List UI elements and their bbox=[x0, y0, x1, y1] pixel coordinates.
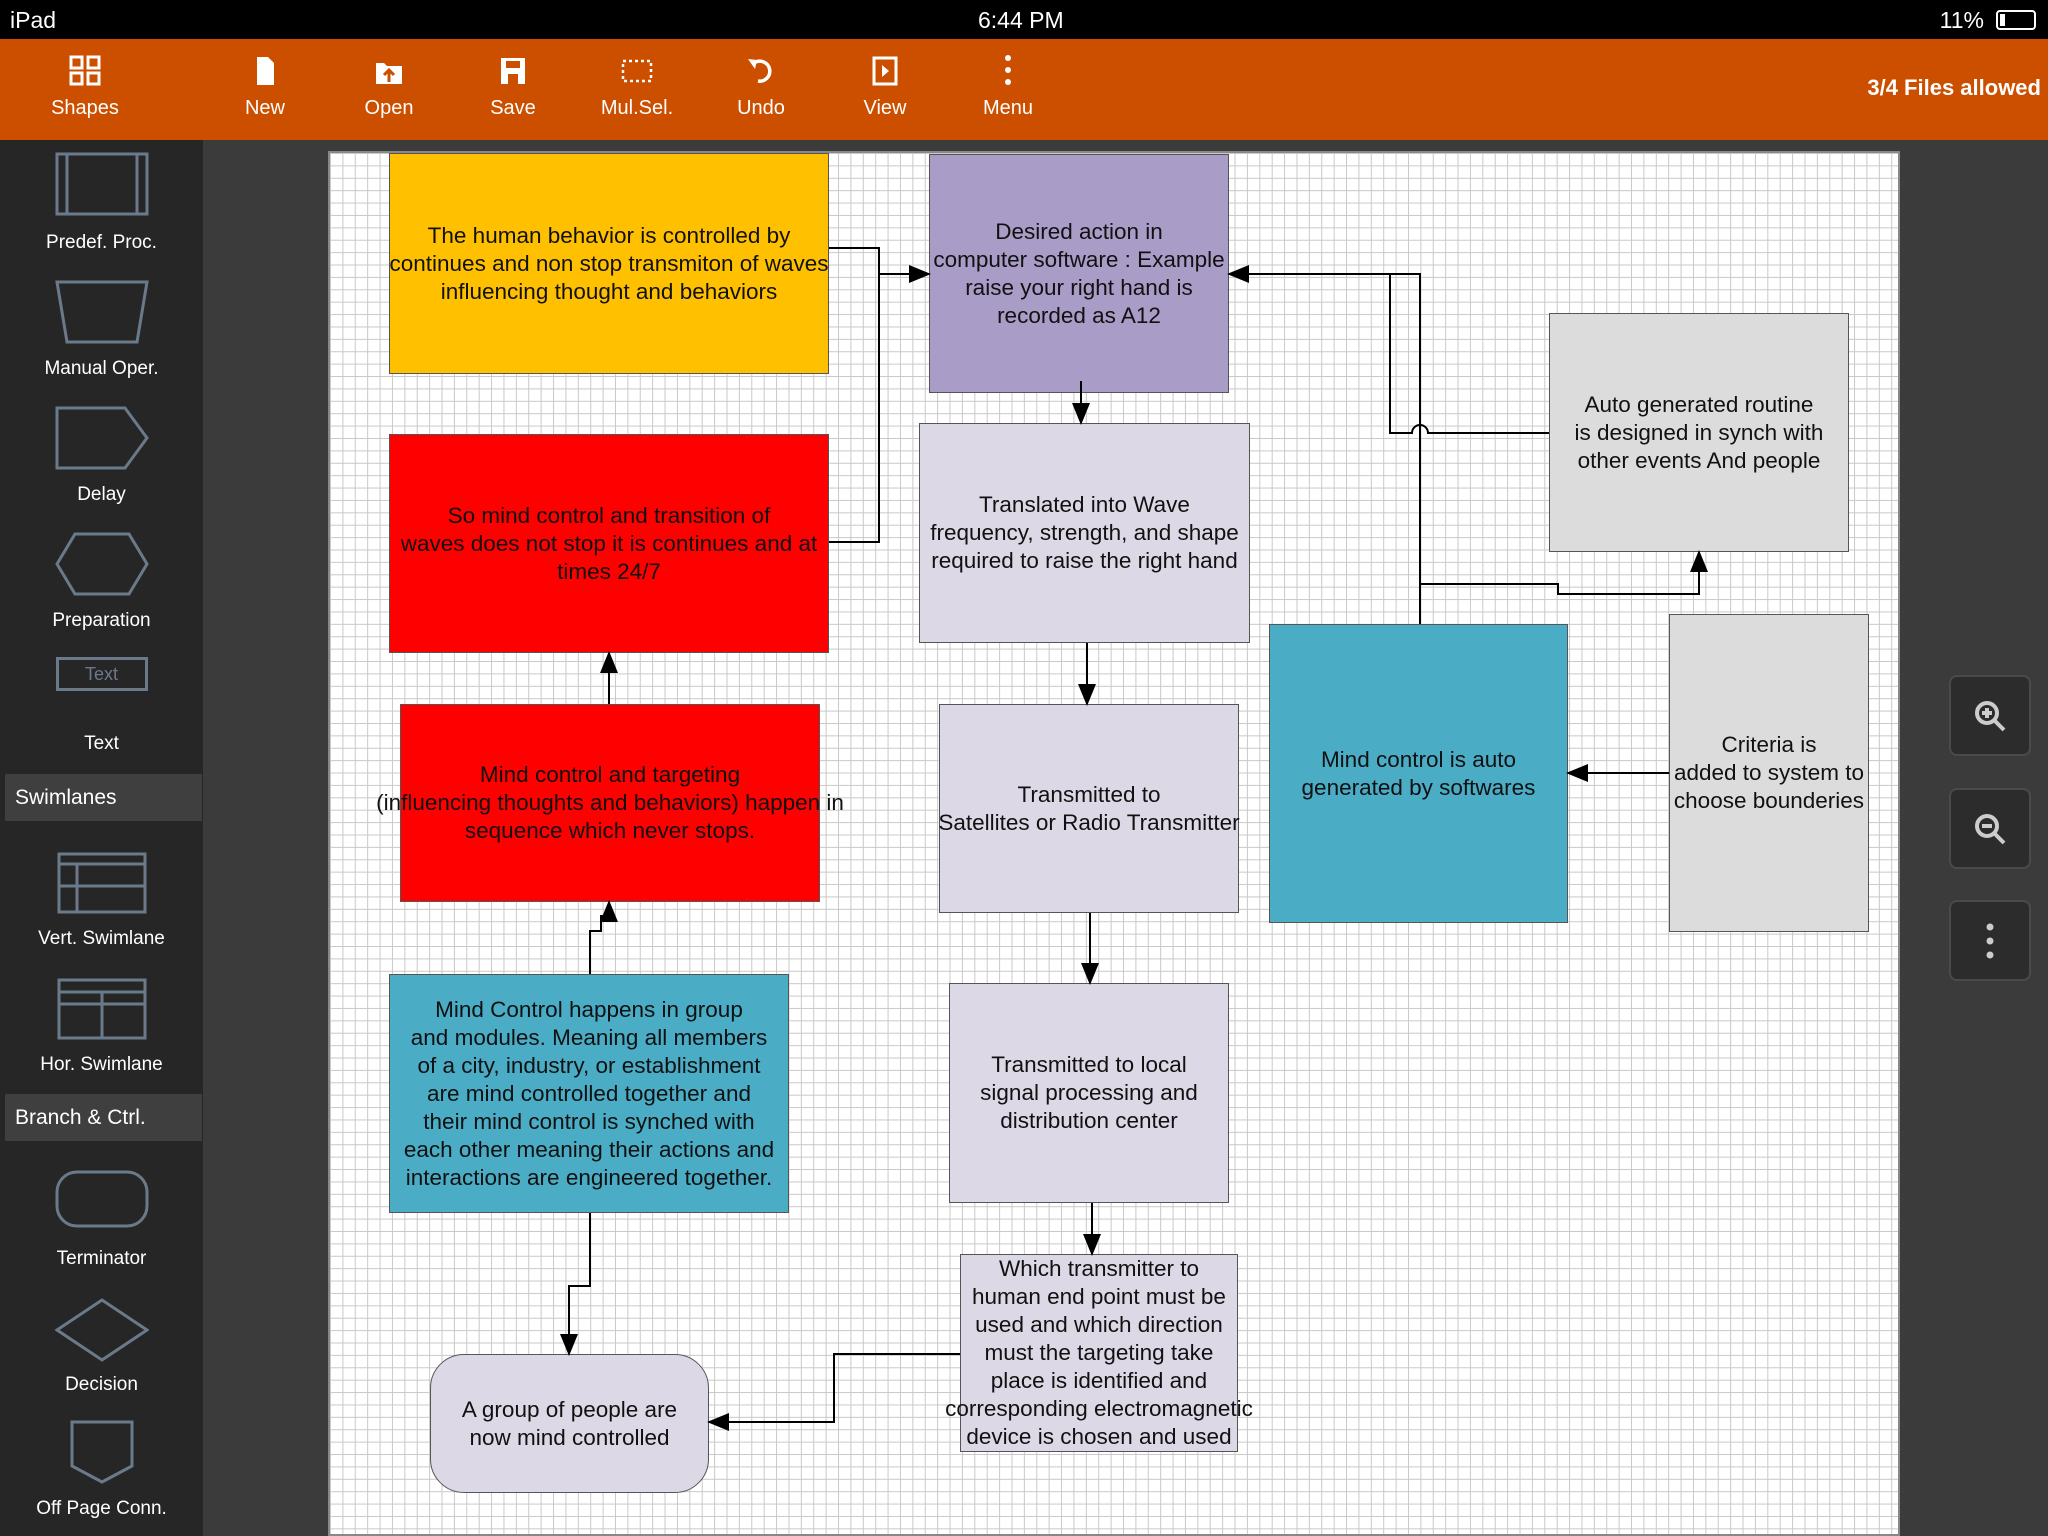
battery-percent: 11% bbox=[1939, 7, 1984, 33]
node-text: Translated into Wave frequency, strength… bbox=[930, 492, 1239, 573]
node-text: Criteria is added to system to choose bo… bbox=[1673, 732, 1865, 813]
shape-predefined-process[interactable]: Predef. Proc. bbox=[0, 152, 203, 254]
open-icon bbox=[376, 63, 402, 84]
save-button[interactable]: Save bbox=[458, 39, 568, 140]
node-group-modules[interactable]: Mind Control happens in group and module… bbox=[389, 974, 789, 1213]
menu-button[interactable]: Menu bbox=[953, 39, 1063, 140]
zoom-out-icon bbox=[1975, 813, 2006, 844]
node-text: Auto generated routine is designed in sy… bbox=[1574, 391, 1824, 473]
shape-vert-swimlane[interactable]: Vert. Swimlane bbox=[0, 852, 203, 950]
vert-swimlane-icon bbox=[57, 852, 146, 914]
view-icon bbox=[872, 56, 898, 86]
node-local-processing[interactable]: Transmitted to local signal processing a… bbox=[949, 983, 1229, 1203]
shape-off-page-connector[interactable]: Off Page Conn. bbox=[0, 1420, 203, 1520]
node-targeting-sequence[interactable]: Mind control and targeting (influencing … bbox=[376, 704, 844, 902]
node-transmitter-selection[interactable]: Which transmitter to human end point mus… bbox=[945, 1254, 1253, 1452]
predefined-process-icon bbox=[55, 152, 148, 216]
shape-delay[interactable]: Delay bbox=[0, 406, 203, 506]
more-options-button[interactable] bbox=[1949, 900, 2031, 981]
device-name: iPad bbox=[10, 7, 57, 33]
off-page-connector-icon bbox=[70, 1420, 133, 1484]
node-text: A group of people are now mind controlle… bbox=[461, 1396, 678, 1450]
node-text: Transmitted to local signal processing a… bbox=[980, 1052, 1198, 1133]
multi-select-button[interactable]: Mul.Sel. bbox=[582, 39, 692, 140]
files-allowed: 3/4 Files allowed bbox=[1867, 75, 2041, 100]
node-satellite-transmit[interactable]: Transmitted to Satellites or Radio Trans… bbox=[938, 704, 1240, 913]
terminator-icon bbox=[55, 1170, 148, 1228]
node-text: Mind control is auto generated by softwa… bbox=[1301, 746, 1536, 800]
shapes-sidebar: Predef. Proc. Manual Oper. Delay Prepara… bbox=[0, 140, 203, 1536]
node-text: Mind control and targeting (influencing … bbox=[376, 762, 844, 843]
zoom-in-button[interactable] bbox=[1949, 675, 2031, 756]
node-text: Which transmitter to human end point mus… bbox=[945, 1256, 1253, 1449]
shapes-button[interactable]: Shapes bbox=[30, 39, 140, 140]
shape-manual-operation[interactable]: Manual Oper. bbox=[0, 280, 203, 380]
open-button[interactable]: Open bbox=[334, 39, 444, 140]
node-text: Transmitted to Satellites or Radio Trans… bbox=[938, 781, 1240, 835]
zoom-in-icon bbox=[1975, 700, 2006, 731]
node-text: The human behavior is controlled by cont… bbox=[389, 222, 829, 304]
node-auto-generated[interactable]: Mind control is auto generated by softwa… bbox=[1269, 624, 1568, 923]
shape-hor-swimlane[interactable]: Hor. Swimlane bbox=[0, 978, 203, 1076]
section-swimlanes[interactable]: Swimlanes bbox=[5, 774, 202, 821]
shape-preparation[interactable]: Preparation bbox=[0, 532, 203, 632]
multi-select-icon bbox=[621, 59, 653, 83]
view-button[interactable]: View bbox=[830, 39, 940, 140]
more-vertical-icon bbox=[1986, 923, 1994, 958]
node-auto-routine[interactable]: Auto generated routine is designed in sy… bbox=[1549, 313, 1849, 552]
node-text: Mind Control happens in group and module… bbox=[403, 996, 775, 1190]
manual-operation-icon bbox=[54, 280, 149, 344]
node-text: Desired action in computer software : Ex… bbox=[933, 218, 1225, 328]
text-shape-icon: Text bbox=[55, 657, 148, 691]
node-wave-translation[interactable]: Translated into Wave frequency, strength… bbox=[919, 423, 1250, 643]
decision-icon bbox=[54, 1298, 149, 1362]
undo-icon bbox=[748, 59, 772, 83]
node-text: So mind control and transition of waves … bbox=[400, 502, 818, 584]
clock: 6:44 PM bbox=[978, 7, 1064, 33]
node-human-behavior[interactable]: The human behavior is controlled by cont… bbox=[389, 153, 829, 374]
delay-icon bbox=[55, 406, 149, 470]
shape-text[interactable]: Text Text bbox=[0, 657, 203, 755]
new-file-icon bbox=[257, 57, 274, 85]
shapes-icon bbox=[69, 55, 101, 86]
zoom-out-button[interactable] bbox=[1949, 788, 2031, 869]
shape-terminator[interactable]: Terminator bbox=[0, 1170, 203, 1270]
toolbar: Shapes New Open Save Mul.Sel. Undo View … bbox=[0, 39, 2048, 140]
hor-swimlane-icon bbox=[57, 978, 146, 1040]
node-desired-action[interactable]: Desired action in computer software : Ex… bbox=[929, 154, 1229, 393]
menu-dots-icon bbox=[1005, 55, 1011, 85]
preparation-icon bbox=[54, 532, 149, 596]
battery-icon bbox=[1996, 10, 2036, 30]
section-branch-ctrl[interactable]: Branch & Ctrl. bbox=[5, 1094, 202, 1141]
node-people-controlled[interactable]: A group of people are now mind controlle… bbox=[430, 1354, 709, 1493]
node-continuous-transition[interactable]: So mind control and transition of waves … bbox=[389, 434, 829, 653]
undo-button[interactable]: Undo bbox=[706, 39, 816, 140]
status-bar: iPad 6:44 PM 11% bbox=[0, 0, 2048, 39]
node-criteria[interactable]: Criteria is added to system to choose bo… bbox=[1669, 614, 1869, 932]
shape-decision[interactable]: Decision bbox=[0, 1298, 203, 1396]
new-button[interactable]: New bbox=[210, 39, 320, 140]
save-icon bbox=[501, 58, 525, 84]
